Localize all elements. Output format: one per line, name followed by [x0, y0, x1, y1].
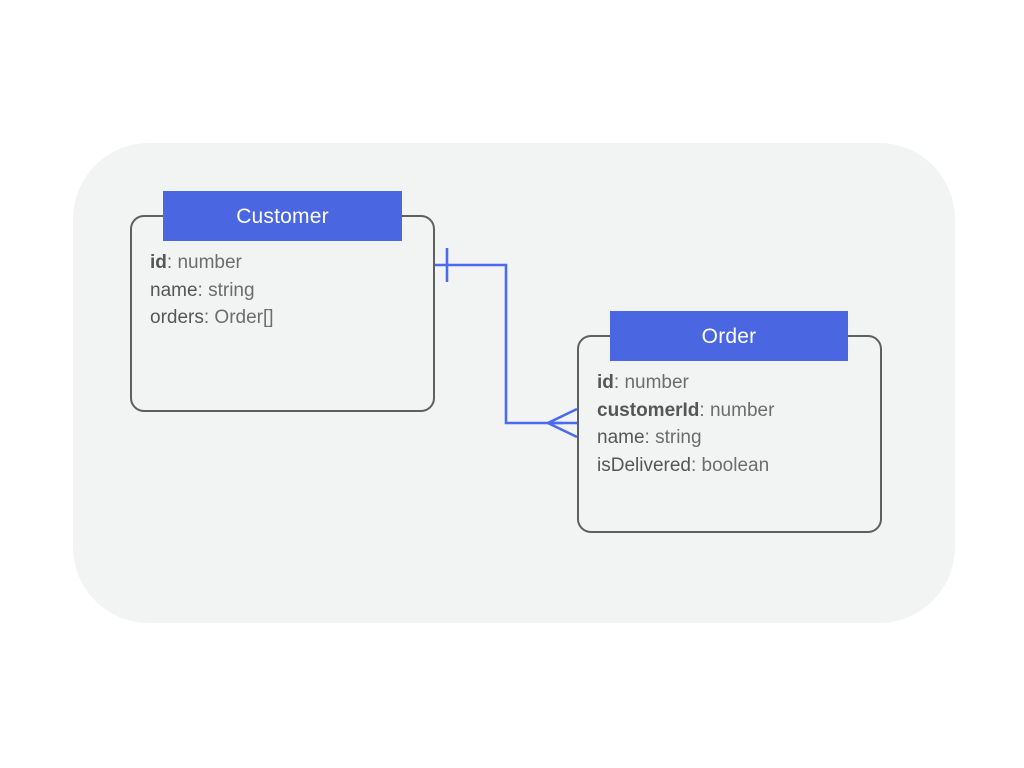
attribute-separator: : — [203, 307, 215, 328]
attribute-type: string — [655, 427, 702, 448]
attribute-separator: : — [197, 279, 209, 301]
attribute-name: customerId — [597, 399, 700, 421]
attribute-row: id: number — [150, 249, 274, 277]
attribute-row: id: number — [597, 369, 774, 397]
attribute-name: id — [150, 252, 167, 273]
attribute-row: isDelivered: boolean — [597, 452, 774, 480]
attribute-type: number — [177, 252, 242, 273]
attribute-name: name — [597, 427, 645, 448]
entity-customer-title: Customer — [236, 204, 329, 228]
attribute-type: number — [624, 372, 689, 393]
attribute-name: orders — [150, 307, 204, 328]
entity-order-title: Order — [701, 324, 757, 348]
attribute-row: name: string — [597, 424, 774, 452]
entity-order[interactable]: Order id: number customerId: number name… — [577, 311, 882, 533]
attribute-type: boolean — [701, 454, 770, 476]
attribute-separator: : — [699, 399, 710, 421]
attribute-row: customerId: number — [597, 397, 774, 425]
attribute-separator: : — [613, 372, 625, 393]
attribute-row: name: string — [150, 277, 274, 305]
attribute-row: orders: Order[] — [150, 304, 274, 332]
attribute-type: number — [709, 399, 775, 421]
entity-customer-attributes: id: number name: string orders: Order[] — [150, 249, 274, 332]
entity-customer-header[interactable]: Customer — [163, 191, 402, 241]
entity-order-attributes: id: number customerId: number name: stri… — [597, 369, 774, 479]
entity-customer[interactable]: Customer id: number name: string orders:… — [130, 191, 435, 412]
attribute-type: string — [208, 279, 255, 301]
attribute-separator: : — [644, 427, 656, 448]
attribute-name: id — [597, 372, 614, 393]
attribute-name: name — [150, 279, 198, 301]
attribute-separator: : — [690, 454, 702, 476]
attribute-name: isDelivered — [597, 454, 691, 476]
attribute-type: Order[] — [214, 307, 274, 328]
attribute-separator: : — [166, 252, 178, 273]
entity-order-header[interactable]: Order — [610, 311, 848, 361]
